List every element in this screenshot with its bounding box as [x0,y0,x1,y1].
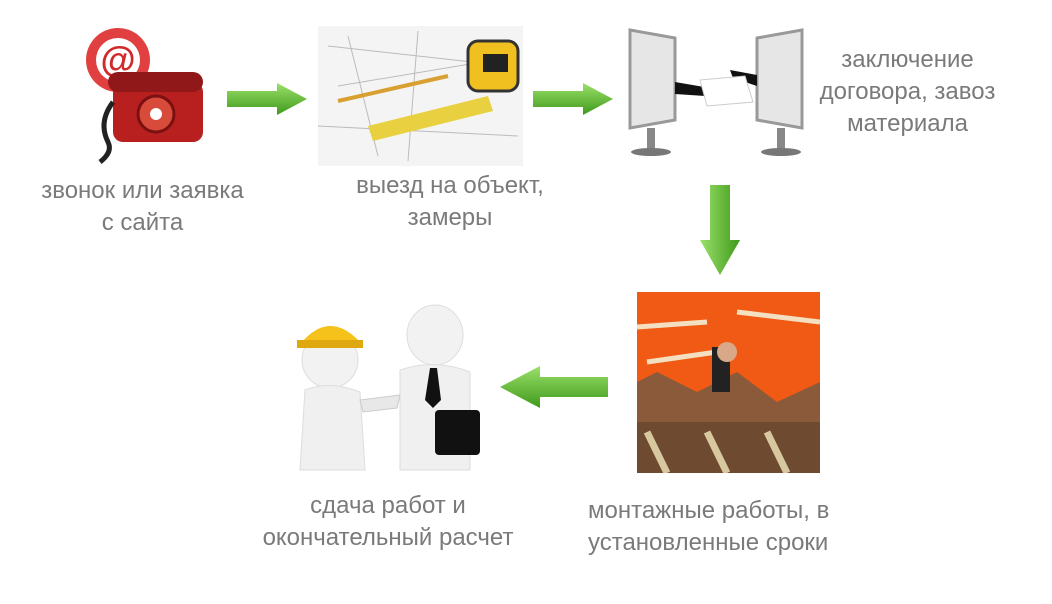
arrow-left-icon [500,366,608,408]
phone-email-icon: @ [78,22,208,167]
step-label-contract: заключение договора, завоз материала [819,46,996,137]
arrow-right-icon [227,83,307,115]
arrow-right-icon [533,83,613,115]
step-label-installation: монтажные работы, в установленные сроки [588,497,830,556]
step-label-call: звонок или заявка с сайта [41,177,244,236]
step-label-handover: сдача работ и окончательный расчет [262,492,514,551]
handshake-icon [285,300,485,475]
arrow-down-icon [700,185,740,275]
contract-monitors-icon [625,10,807,170]
tape-measure-icon [318,26,523,166]
worker-drilling-icon [637,292,820,473]
step-label-visit: выезд на объект, замеры [356,172,544,231]
